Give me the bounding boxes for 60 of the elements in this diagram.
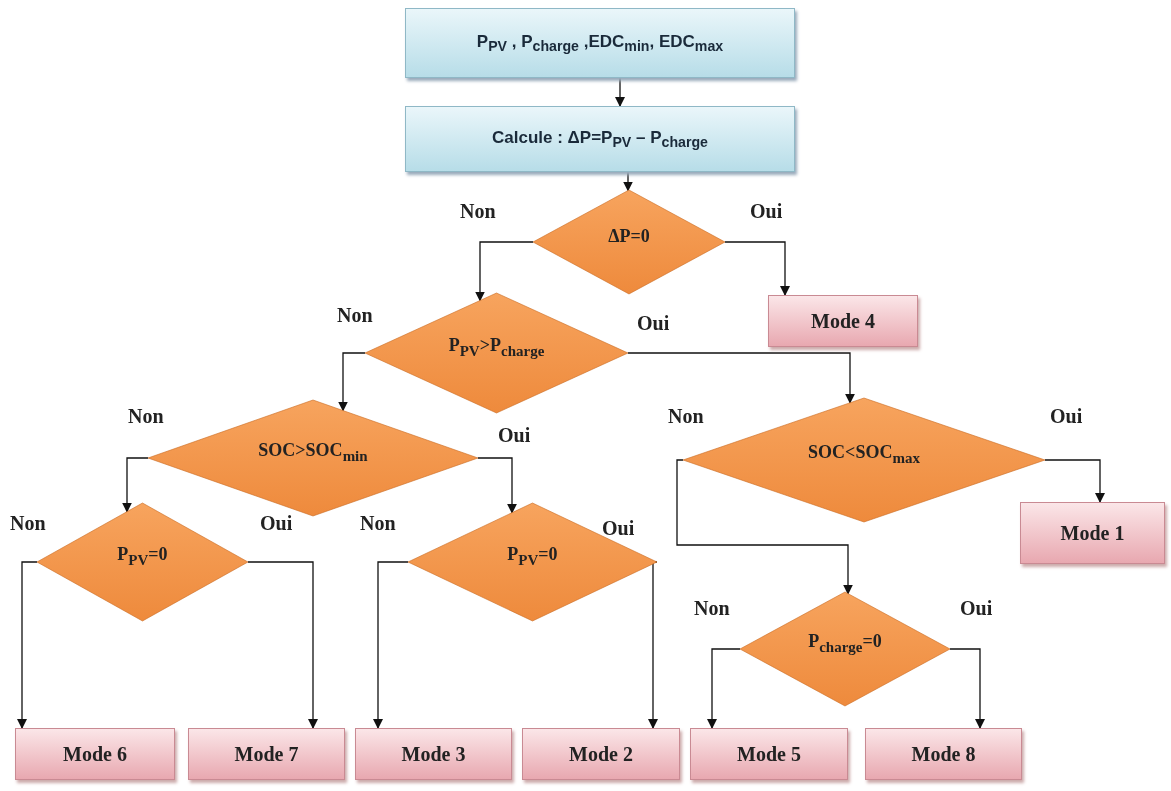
arrow [373,561,409,729]
process-text: Calcule : ΔP=P$_{PV}$ – P$_{charge}$ [492,127,708,151]
arrow [122,457,149,513]
mode-label: Mode 7 [234,742,299,766]
edge-label: Oui [637,312,670,335]
condition-text: P$_{PV}$>P$_{charge}$ [448,334,545,360]
edge-label: Non [128,405,164,428]
edge-label: Non [460,200,496,223]
mode-box [690,728,848,780]
process-text: P$_{PV}$ , P$_{charge}$ ,EDC$_{min}$, EDC$_{max}$ [476,31,724,55]
arrow [676,459,853,595]
edge-label: Oui [602,517,635,540]
condition-text: SOC>SOC$_{min}$ [258,439,368,465]
arrow [1044,459,1105,503]
arrow [17,561,38,729]
arrow [627,352,855,404]
mode-label: Mode 1 [1060,521,1125,545]
edge-label: Non [10,512,46,535]
condition-text: P$_{PV}$=0 [117,543,168,569]
mode-label: Mode 6 [63,742,127,766]
mode-label: Mode 8 [911,742,976,766]
mode-box [522,728,680,780]
arrow [623,171,633,192]
process-box [405,8,795,78]
mode-label: Mode 2 [569,742,633,766]
edge-label: Non [337,304,373,327]
arrow [949,648,985,729]
decision-diamond [740,592,950,706]
mode-box [865,728,1022,780]
mode-label: Mode 5 [737,742,801,766]
mode-label: Mode 3 [401,742,466,766]
edge-label: Non [360,512,396,535]
edge-label: Oui [1050,405,1083,428]
arrow [477,457,517,514]
edge-label: Oui [260,512,293,535]
arrow [475,241,534,302]
mode-box [768,295,918,347]
arrow [707,648,741,729]
mode-box [188,728,345,780]
condition-text: P$_{charge}$=0 [808,630,882,656]
arrow [247,561,318,729]
mode-label: Mode 4 [811,309,875,333]
arrow [724,241,790,296]
condition-text: P$_{PV}$=0 [507,543,558,569]
process-box [405,106,795,172]
edge-label: Oui [498,424,531,447]
arrow [338,352,366,412]
mode-box [15,728,175,780]
arrow [648,561,658,729]
condition-text: ΔP=0 [608,225,650,247]
edge-label: Non [668,405,704,428]
condition-text: SOC<SOC$_{max}$ [808,441,920,467]
edge-label: Oui [960,597,993,620]
arrow [615,77,625,107]
mode-box [1020,502,1165,564]
decision-diamond [533,190,725,294]
edge-label: Non [694,597,730,620]
edge-label: Oui [750,200,783,223]
mode-box [355,728,512,780]
decision-diamond [408,503,657,621]
